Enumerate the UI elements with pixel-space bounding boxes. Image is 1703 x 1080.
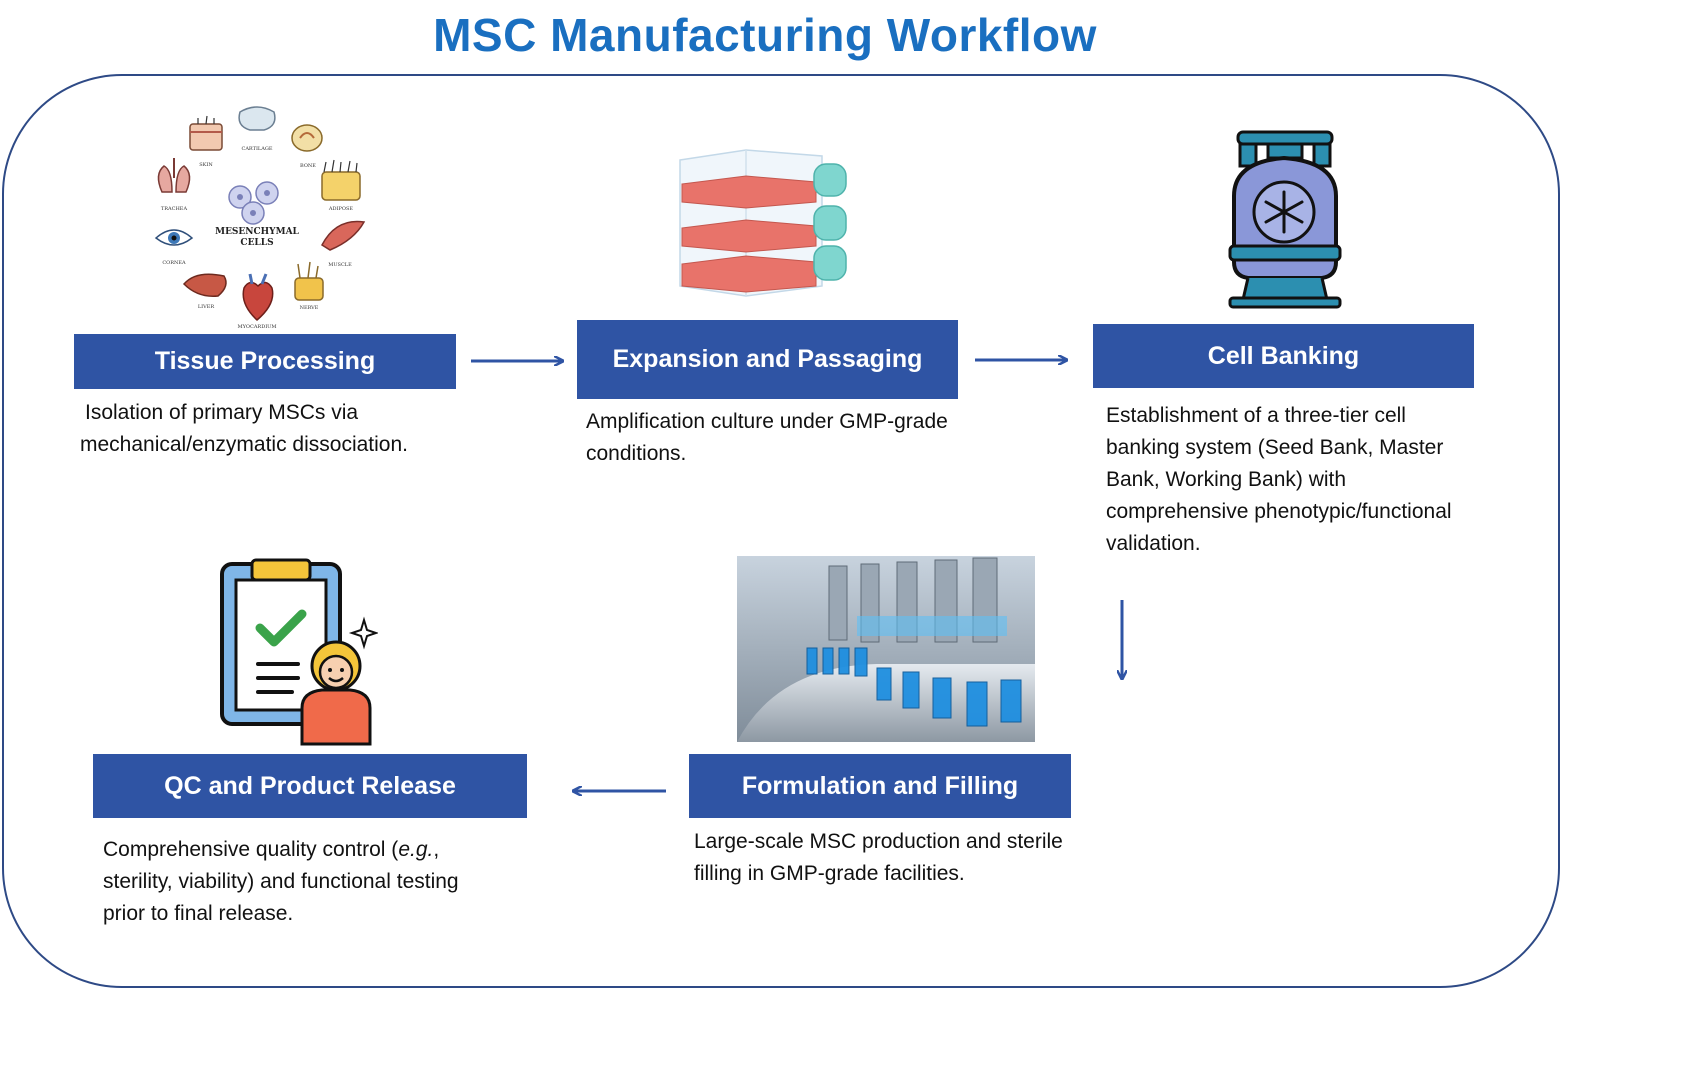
liver-icon: LIVER: [182, 273, 227, 310]
flask-layer-middle: [681, 205, 847, 253]
svg-text:BONE: BONE: [300, 163, 316, 169]
flask-layer-top: [681, 163, 847, 209]
step-tissue-processing: Tissue Processing: [74, 334, 456, 389]
svg-text:SKIN: SKIN: [199, 162, 213, 168]
muscle-icon: MUSCLE: [321, 220, 366, 268]
step-description: Large-scale MSC production and sterile f…: [694, 830, 1063, 885]
skin-icon: SKIN: [189, 115, 223, 168]
step-label: Tissue Processing: [154, 347, 376, 375]
heart-icon: MYOCARDIUM: [237, 273, 277, 330]
svg-text:LIVER: LIVER: [198, 304, 215, 310]
svg-text:MUSCLE: MUSCLE: [328, 262, 352, 268]
snowflake-icon: [1264, 190, 1304, 234]
step-cell-banking: Cell Banking: [1093, 324, 1474, 388]
mesenchymal-sources-illustration: MESENCHYMAL CELLS CARTILAGE BONE ADIPOSE…: [154, 106, 366, 330]
step-description: Establishment of a three-tier cell banki…: [1106, 404, 1452, 555]
step-label: Expansion and Passaging: [612, 345, 923, 373]
eye-icon: CORNEA: [154, 229, 194, 266]
culture-flasks-icon: [679, 149, 847, 297]
page-title: MSC Manufacturing Workflow: [433, 9, 1097, 61]
qc-clipboard-icon: [220, 558, 378, 746]
step-description: Isolation of primary MSCs via mechanical…: [80, 401, 408, 456]
nerve-icon: NERVE: [294, 261, 324, 311]
step-label: QC and Product Release: [164, 771, 456, 800]
filling-line-photo: [737, 556, 1035, 742]
svg-text:CORNEA: CORNEA: [162, 260, 186, 266]
workflow-frame: [2, 74, 1560, 988]
svg-text:CELLS: CELLS: [240, 238, 273, 248]
lungs-icon: TRACHEA: [157, 158, 191, 212]
svg-text:ADIPOSE: ADIPOSE: [328, 206, 353, 212]
cryo-tank-icon: [1228, 130, 1342, 309]
sparkle-icon: [348, 616, 378, 650]
cartilage-icon: CARTILAGE: [238, 106, 276, 152]
step-description: Amplification culture under GMP-grade co…: [586, 410, 948, 465]
svg-text:TRACHEA: TRACHEA: [161, 206, 188, 212]
mesenchymal-center-label: MESENCHYMAL: [215, 227, 299, 237]
svg-text:CARTILAGE: CARTILAGE: [242, 146, 273, 152]
svg-text:NERVE: NERVE: [300, 305, 319, 311]
step-formulation-filling: Formulation and Filling: [689, 754, 1071, 818]
step-label: Formulation and Filling: [741, 771, 1019, 800]
step-description: Comprehensive quality control (e.g., ste…: [103, 838, 459, 925]
flow-arrows: [471, 0, 1568, 995]
check-icon: [255, 609, 307, 647]
step-qc-release: QC and Product Release: [93, 754, 527, 818]
person-icon: [300, 640, 372, 746]
step-label: Cell Banking: [1207, 341, 1360, 370]
flask-layer-bottom: [681, 245, 847, 293]
bone-icon: BONE: [291, 124, 323, 169]
adipose-icon: ADIPOSE: [321, 159, 361, 212]
step-expansion-passaging: Expansion and Passaging: [577, 320, 958, 399]
svg-text:MYOCARDIUM: MYOCARDIUM: [237, 324, 276, 330]
